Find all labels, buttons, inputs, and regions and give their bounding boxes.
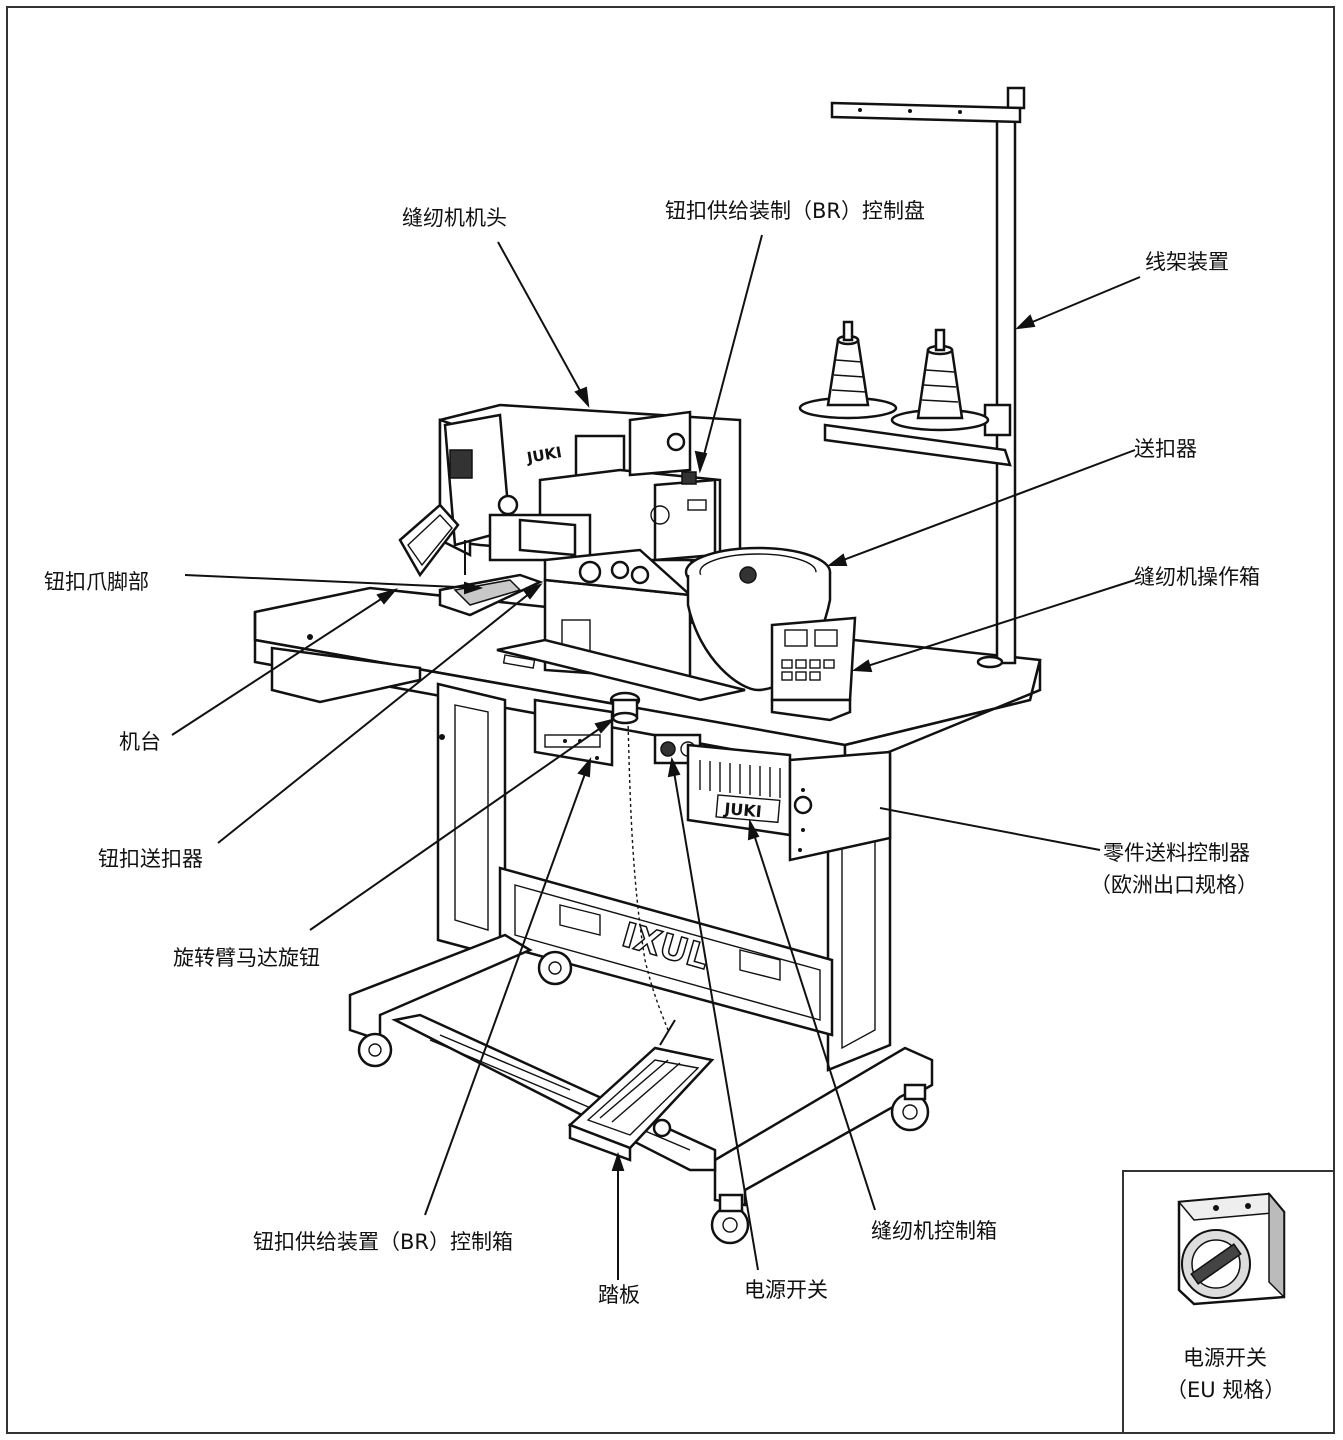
eu-power-switch-drawing (1177, 1191, 1286, 1306)
leader-lines (171, 234, 1141, 1280)
head-logo: JUKI (525, 443, 564, 467)
inset-title: 电源开关 (1183, 1346, 1267, 1370)
label-rotary-arm-knob: 旋转臂马达旋钮 (173, 946, 320, 970)
label-machine-head: 缝纫机机头 (402, 206, 507, 230)
label-button-transfer: 钮扣送扣器 (98, 847, 203, 871)
feeder-drawing (438, 546, 857, 722)
under-table-boxes: JUKI (533, 691, 892, 862)
control-box-logo: JUKI (723, 799, 763, 821)
inset-subtitle: （EU 规格） (1166, 1378, 1286, 1402)
pedal-drawing (567, 719, 715, 1162)
label-br-control-box: 钮扣供给装置（BR）控制箱 (253, 1230, 513, 1254)
label-thread-stand: 线架装置 (1145, 250, 1229, 274)
label-operation-box: 缝纫机操作箱 (1134, 565, 1260, 589)
label-button-feeder: 送扣器 (1134, 437, 1197, 461)
label-table: 机台 (119, 730, 161, 754)
stand-frame: IXUL (348, 682, 934, 1245)
machine-head-drawing: JUKI (398, 403, 742, 603)
eu-switch-inset: 电源开关 （EU 规格） (1122, 1170, 1335, 1434)
label-clamp-foot: 钮扣爪脚部 (44, 570, 149, 594)
label-br-panel: 钮扣供给装制（BR）控制盘 (665, 199, 925, 223)
label-parts-controller-note: （欧洲出口规格） (1090, 873, 1258, 897)
label-sewing-control-box: 缝纫机控制箱 (871, 1219, 997, 1243)
thread-stand-drawing (798, 86, 1026, 669)
figure-frame (6, 6, 1335, 1434)
label-power-switch: 电源开关 (744, 1278, 828, 1302)
label-parts-controller: 零件送料控制器 (1103, 841, 1250, 865)
label-pedal: 踏板 (598, 1283, 640, 1307)
